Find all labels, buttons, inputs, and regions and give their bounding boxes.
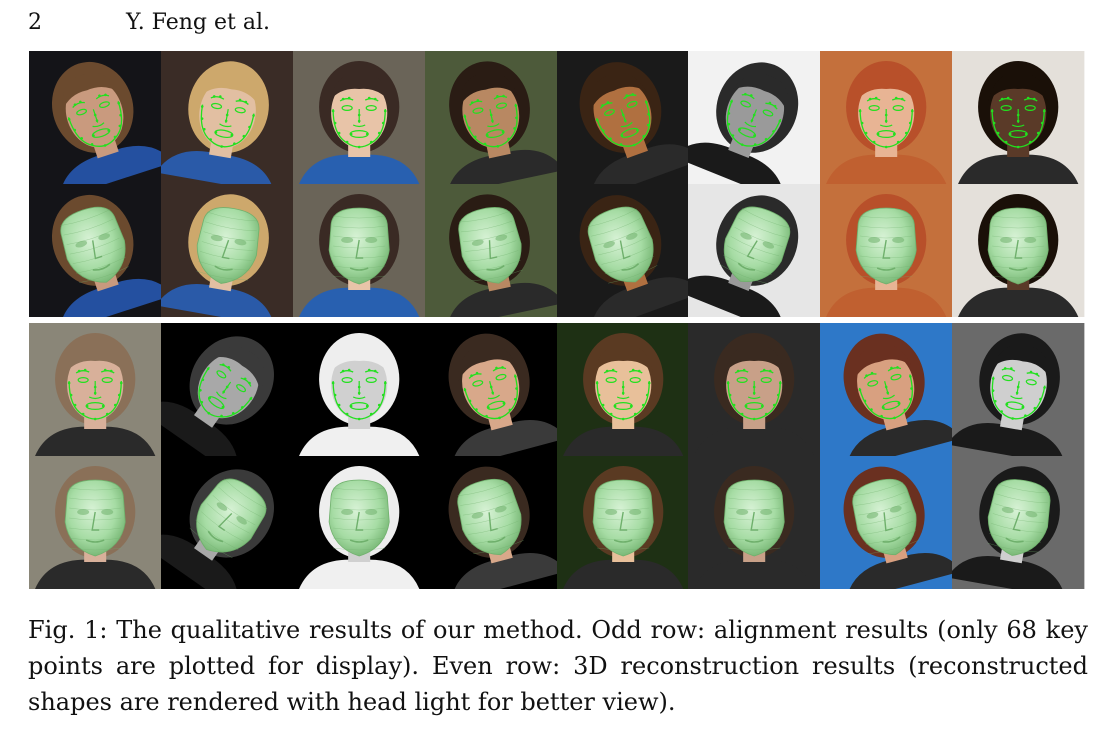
reconstruction-face-render [424,184,557,317]
figure-caption-text: The qualitative results of our method. O… [28,616,1088,716]
alignment-face-render [29,51,162,184]
reconstruction-image-8 [952,184,1085,317]
alignment-face-render [556,51,689,184]
alignment-image-6 [688,51,821,184]
bottom-reconstruction-row [29,456,1085,589]
alignment-face-render [820,323,953,456]
alignment-face-render [688,323,821,456]
reconstruction-face-render [29,456,162,589]
alignment-image-7 [820,323,953,456]
reconstruction-image-7 [820,456,953,589]
reconstruction-image-5 [556,184,689,317]
reconstruction-face-render [424,456,557,589]
alignment-face-render [820,51,953,184]
reconstruction-face-render [688,456,821,589]
reconstruction-image-1 [29,184,162,317]
alignment-face-render [424,323,557,456]
figure-1 [29,51,1085,589]
reconstruction-image-2 [160,184,294,317]
alignment-image-4 [424,51,557,184]
reconstruction-face-render [29,184,162,317]
reconstruction-image-6 [688,456,821,589]
alignment-face-render [292,51,426,184]
reconstruction-face-render [820,456,953,589]
alignment-face-render [556,323,689,456]
alignment-face-render [160,51,294,184]
alignment-image-8 [952,51,1085,184]
alignment-image-5 [556,323,689,456]
reconstruction-image-7 [820,184,953,317]
alignment-image-3 [292,51,426,184]
reconstruction-face-render [292,456,426,589]
reconstruction-face-render [160,184,294,317]
bottom-alignment-row [29,323,1085,456]
reconstruction-image-8 [952,456,1085,589]
reconstruction-image-6 [688,184,821,317]
reconstruction-image-5 [556,456,689,589]
reconstruction-image-1 [29,456,162,589]
reconstruction-face-render [952,184,1085,317]
reconstruction-face-render [820,184,953,317]
top-reconstruction-row [29,184,1085,317]
alignment-image-3 [292,323,426,456]
alignment-face-render [952,323,1085,456]
reconstruction-face-render [160,456,294,589]
alignment-image-1 [29,323,162,456]
reconstruction-image-4 [424,456,557,589]
alignment-image-7 [820,51,953,184]
reconstruction-image-4 [424,184,557,317]
alignment-image-1 [29,51,162,184]
reconstruction-image-2 [160,456,294,589]
alignment-face-render [292,323,426,456]
alignment-image-6 [688,323,821,456]
alignment-image-5 [556,51,689,184]
figure-caption: Fig. 1: The qualitative results of our m… [28,612,1088,720]
figure-label: Fig. 1: [28,616,108,644]
reconstruction-image-3 [292,456,426,589]
reconstruction-face-render [952,456,1085,589]
alignment-face-render [952,51,1085,184]
running-head: Y. Feng et al. [126,10,270,35]
top-alignment-row [29,51,1085,184]
page-header: 2 Y. Feng et al. [28,8,270,38]
alignment-face-render [424,51,557,184]
reconstruction-image-3 [292,184,426,317]
reconstruction-face-render [292,184,426,317]
page-number: 2 [28,10,42,35]
alignment-image-2 [160,51,294,184]
alignment-face-render [29,323,162,456]
alignment-image-8 [952,323,1085,456]
alignment-face-render [688,51,821,184]
alignment-image-2 [160,323,294,456]
reconstruction-face-render [556,456,689,589]
alignment-face-render [160,323,294,456]
alignment-image-4 [424,323,557,456]
reconstruction-face-render [688,184,821,317]
reconstruction-face-render [556,184,689,317]
